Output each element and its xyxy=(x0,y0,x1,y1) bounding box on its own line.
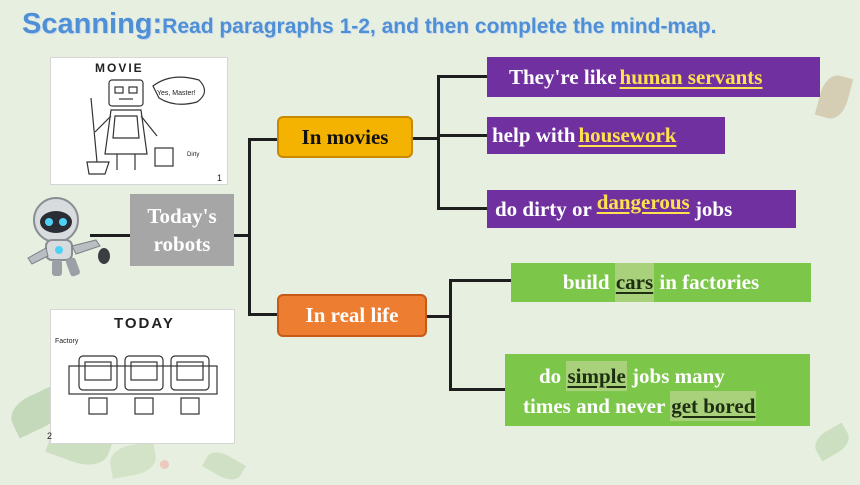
branch-in-real-life: In real life xyxy=(277,294,427,337)
maid-robot-illustration xyxy=(86,76,206,175)
today-panel: TODAY Factory 2 xyxy=(47,309,235,444)
leaf-text: do xyxy=(539,364,562,388)
panel-number: 2 xyxy=(47,431,53,441)
title-instruction: Read paragraphs 1-2, and then complete t… xyxy=(162,15,717,38)
leaf-text: build xyxy=(562,270,610,294)
dirty-tag: Dirty xyxy=(187,152,200,158)
title-prefix: Scanning: xyxy=(22,8,163,40)
speech-bubble-text: Yes, Master! xyxy=(157,90,196,97)
movie-panel: MOVIE Yes, Master! Dirty 1 xyxy=(50,57,228,185)
leaf-text: help with xyxy=(492,123,576,147)
leaf-text-after: in factories xyxy=(659,270,760,294)
answer-simple: simple xyxy=(566,361,627,391)
panel-number: 1 xyxy=(217,173,223,183)
branch-in-movies: In movies xyxy=(277,116,413,158)
movie-caption: MOVIE xyxy=(95,61,144,75)
answer-housework: housework xyxy=(578,123,677,147)
leaf-text: They're like xyxy=(509,65,617,89)
page-title: Scanning:Read paragraphs 1-2, and then c… xyxy=(22,8,716,41)
leaf-simple: do simple jobs many times and never get … xyxy=(505,354,810,426)
leaf-text: do dirty or xyxy=(495,197,592,221)
leaf-text-after: jobs many xyxy=(632,364,725,388)
branch-label: In real life xyxy=(305,303,399,327)
robot-mascot-icon xyxy=(27,197,110,277)
answer-get-bored: get bored xyxy=(670,391,757,421)
leaf-cars: build cars in factories xyxy=(511,263,811,302)
answer-dangerous: dangerous xyxy=(596,190,690,214)
leaf-dangerous: do dirty or dangerous jobs xyxy=(487,190,796,228)
root-label: Today's robots xyxy=(147,204,217,256)
root-node: Today's robots xyxy=(130,194,234,266)
branch-label: In movies xyxy=(301,124,389,149)
factory-robots-illustration xyxy=(68,355,218,415)
answer-cars: cars xyxy=(614,263,655,302)
today-caption: TODAY xyxy=(114,315,175,332)
leaf-text-after: jobs xyxy=(694,197,733,221)
answer-human-servants: human servants xyxy=(619,65,763,89)
factory-label: Factory xyxy=(55,338,79,345)
leaf-text-line2: times and never xyxy=(523,394,665,418)
